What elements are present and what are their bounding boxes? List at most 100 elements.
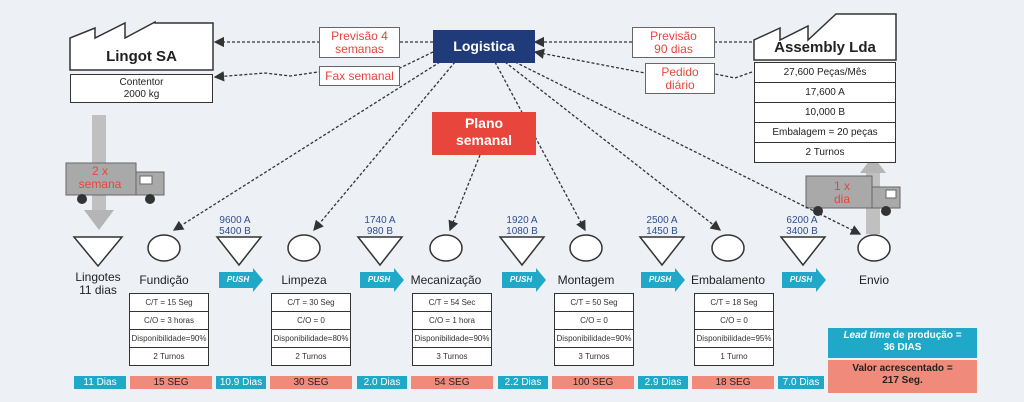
process-data-box: C/T = 30 Seg C/O = 0 Disponibilidade=80%… bbox=[271, 293, 351, 366]
process-circles bbox=[147, 234, 891, 262]
process-name: Mecanização bbox=[410, 273, 482, 287]
process-name: Fundição bbox=[139, 273, 189, 287]
outbound-truck-icon bbox=[805, 175, 901, 216]
process-icon bbox=[569, 234, 603, 262]
process-data-box: C/T = 50 Seg C/O = 0 Disponibilidade=90%… bbox=[554, 293, 634, 366]
push-label: PUSH bbox=[226, 275, 250, 284]
push-label: PUSH bbox=[789, 275, 813, 284]
process-data-row: C/T = 15 Seg bbox=[130, 294, 208, 312]
timeline-wait: 11 Dias bbox=[74, 376, 126, 389]
lead-time-label: de produção = bbox=[890, 330, 962, 341]
lead-time-label-italic: Lead time bbox=[843, 330, 891, 341]
timeline-process: 15 SEG bbox=[130, 376, 212, 389]
lead-time-summary: Lead time de produção = 36 DIAS bbox=[828, 328, 977, 358]
information-flow-arrows bbox=[172, 36, 862, 235]
customer-data-row: 17,600 A bbox=[754, 82, 896, 102]
process-data-row: 3 Turnos bbox=[578, 352, 610, 361]
timeline-wait: 2.0 Dias bbox=[357, 376, 407, 389]
push-label: PUSH bbox=[367, 275, 391, 284]
push-arrow-icon bbox=[219, 268, 263, 292]
inbound-flow-arrowhead bbox=[84, 210, 114, 230]
push-arrow-icon bbox=[502, 268, 546, 292]
process-data-row: C/T = 54 Sec bbox=[413, 294, 491, 312]
forecast-90-days-label: Previsão 90 dias bbox=[632, 27, 715, 58]
timeline-wait: 10.9 Dias bbox=[216, 376, 266, 389]
push-arrows bbox=[219, 268, 826, 292]
process-icon bbox=[287, 234, 321, 262]
inbound-truck-icon bbox=[65, 162, 165, 204]
process-data-row: 1 Turno bbox=[720, 352, 748, 361]
process-data-row: C/O = 0 bbox=[555, 312, 633, 330]
inventory-triangles bbox=[72, 236, 827, 268]
value-added-summary: Valor acrescentado = 217 Seg. bbox=[828, 360, 977, 393]
process-data-row: Disponibilidade=80% bbox=[272, 330, 350, 348]
inventory-quantity: 9600 A 5400 B bbox=[219, 215, 251, 237]
push-arrow-icon bbox=[641, 268, 685, 292]
inbound-frequency: 2 x semana bbox=[78, 164, 122, 191]
value-added-label: Valor acrescentado = bbox=[852, 363, 953, 374]
forecast-4-weeks-label: Previsão 4 semanas bbox=[319, 27, 400, 58]
value-added-value: 217 Seg. bbox=[882, 375, 923, 386]
weekly-plan-hub: Plano semanal bbox=[432, 112, 536, 155]
ingot-inventory-label: Lingotes 11 dias bbox=[75, 270, 121, 297]
inventory-icon bbox=[72, 236, 124, 268]
process-name: Embalamento bbox=[690, 273, 766, 287]
process-data-row: Disponibilidade=90% bbox=[555, 330, 633, 348]
process-data-row: 3 Turnos bbox=[436, 352, 468, 361]
inventory-quantity: 6200 A 3400 B bbox=[786, 215, 818, 237]
inventory-icon bbox=[498, 236, 546, 267]
inventory-quantity: 1920 A 1080 B bbox=[506, 215, 538, 237]
customer-name: Assembly Lda bbox=[774, 39, 876, 56]
process-data-row: Disponibilidade=90% bbox=[130, 330, 208, 348]
process-data-row: Disponibilidade=90% bbox=[413, 330, 491, 348]
process-name: Montagem bbox=[557, 273, 615, 287]
inventory-quantity: 1740 A 980 B bbox=[364, 215, 396, 237]
process-icon bbox=[147, 234, 181, 262]
process-data-row: C/O = 0 bbox=[272, 312, 350, 330]
process-icon bbox=[711, 234, 745, 262]
process-data-box: C/T = 15 Seg C/O = 3 horas Disponibilida… bbox=[129, 293, 209, 366]
timeline-process: 54 SEG bbox=[411, 376, 493, 389]
process-icon bbox=[429, 234, 463, 262]
lead-time-value: 36 DIAS bbox=[883, 342, 922, 353]
customer-factory-icon bbox=[753, 13, 897, 61]
customer-data-row: 27,600 Peças/Mês bbox=[754, 62, 896, 82]
inventory-icon bbox=[215, 236, 263, 267]
timeline-process: 30 SEG bbox=[270, 376, 352, 389]
supplier-factory-icon bbox=[69, 20, 214, 71]
timeline-process: 18 SEG bbox=[692, 376, 774, 389]
inventory-icon bbox=[638, 236, 686, 267]
customer-data-row: 10,000 B bbox=[754, 102, 896, 122]
push-arrow-icon bbox=[360, 268, 404, 292]
weekly-fax-label: Fax semanal bbox=[319, 66, 400, 86]
customer-data-row: Embalagem = 20 peças bbox=[754, 122, 896, 142]
inventory-icon bbox=[779, 236, 827, 267]
supplier-name: Lingot SA bbox=[106, 48, 177, 65]
process-data-row: C/T = 30 Seg bbox=[272, 294, 350, 312]
supplier-info-box: Contentor 2000 kg bbox=[70, 74, 213, 103]
push-label: PUSH bbox=[509, 275, 533, 284]
process-data-row: C/O = 3 horas bbox=[130, 312, 208, 330]
process-icon bbox=[857, 234, 891, 262]
timeline-wait: 2.9 Dias bbox=[638, 376, 688, 389]
process-data-row: 2 Turnos bbox=[295, 352, 327, 361]
daily-order-label: Pedido diário bbox=[645, 63, 715, 94]
process-data-row: C/T = 18 Seg bbox=[695, 294, 773, 312]
inventory-quantity: 2500 A 1450 B bbox=[646, 215, 678, 237]
push-label: PUSH bbox=[648, 275, 672, 284]
process-data-row: Disponibilidade=95% bbox=[695, 330, 773, 348]
timeline-process: 100 SEG bbox=[552, 376, 634, 389]
inventory-icon bbox=[356, 236, 404, 267]
push-arrow-icon bbox=[782, 268, 826, 292]
outbound-frequency: 1 x dia bbox=[833, 179, 850, 206]
outbound-flow-arrowhead bbox=[860, 156, 886, 173]
logistics-hub: Logistica bbox=[433, 30, 535, 63]
process-data-box: C/T = 18 Seg C/O = 0 Disponibilidade=95%… bbox=[694, 293, 774, 366]
customer-data-row: 2 Turnos bbox=[754, 142, 896, 163]
customer-data-box: 27,600 Peças/Mês 17,600 A 10,000 B Embal… bbox=[754, 62, 896, 163]
process-data-row: 2 Turnos bbox=[153, 352, 185, 361]
process-data-box: C/T = 54 Sec C/O = 1 hora Disponibilidad… bbox=[412, 293, 492, 366]
timeline-wait: 2.2 Dias bbox=[498, 376, 548, 389]
process-data-row: C/O = 0 bbox=[695, 312, 773, 330]
